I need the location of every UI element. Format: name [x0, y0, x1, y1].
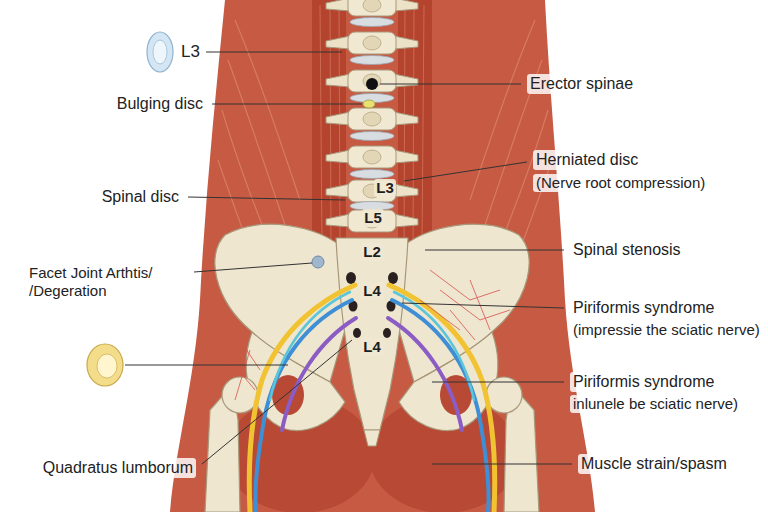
condition-label: Herniated disc: [533, 150, 641, 169]
sacrum: [336, 238, 408, 430]
sacral-foramina: [346, 272, 398, 338]
spinal-disc: [350, 132, 394, 141]
marker-dot: [366, 78, 378, 90]
vertebra: [326, 180, 418, 202]
coccyx: [364, 430, 380, 446]
vertebra: [326, 32, 418, 54]
condition-note: (Nerve root compression): [533, 174, 708, 192]
facet-joint: [312, 256, 324, 268]
condition-label: Facet Joint Arthtis/ /Degeration: [26, 264, 194, 300]
condition-label: Piriformis syndrome: [570, 372, 717, 391]
vertebra-level-label: L3: [178, 42, 203, 62]
vertebra-level-label: L2: [361, 243, 383, 261]
condition-label: Spinal stenosis: [570, 240, 684, 259]
condition-label: Piriformis syndrome: [570, 298, 717, 317]
blood-vessels: [230, 270, 510, 400]
disc-icon: [87, 344, 123, 386]
bulge-marker: [363, 100, 375, 108]
condition-label: Bulging disc: [114, 94, 206, 113]
vertebra: [326, 210, 418, 232]
leader-lines: [125, 52, 572, 464]
spinal-disc: [350, 170, 394, 179]
part-label: Spinal disc: [99, 187, 182, 206]
spinal-disc: [350, 56, 394, 65]
vertebra-level-label: L5: [362, 209, 384, 227]
muscle-label: Erector spinae: [527, 74, 636, 93]
vertebra-level-label: L4: [361, 282, 383, 300]
vertebra: [326, 0, 418, 16]
vertebra: [326, 108, 418, 130]
condition-label: Muscle strain/spasm: [578, 454, 730, 473]
disc-icon: [147, 32, 173, 72]
vertebra-level-label: L3: [374, 179, 396, 197]
erector-fibers: [320, 5, 424, 250]
vertebra: [326, 146, 418, 168]
lumbar-spine: [326, 0, 418, 232]
spinal-disc: [350, 18, 394, 27]
muscle-label: Quadratus lumborum: [40, 458, 196, 477]
vertebra-level-label: L4: [361, 338, 383, 356]
condition-note: (impressie the sciatic nerve): [570, 321, 763, 339]
condition-note: inlunele be sciatic nerve): [570, 395, 741, 413]
vertebra: [326, 70, 418, 92]
